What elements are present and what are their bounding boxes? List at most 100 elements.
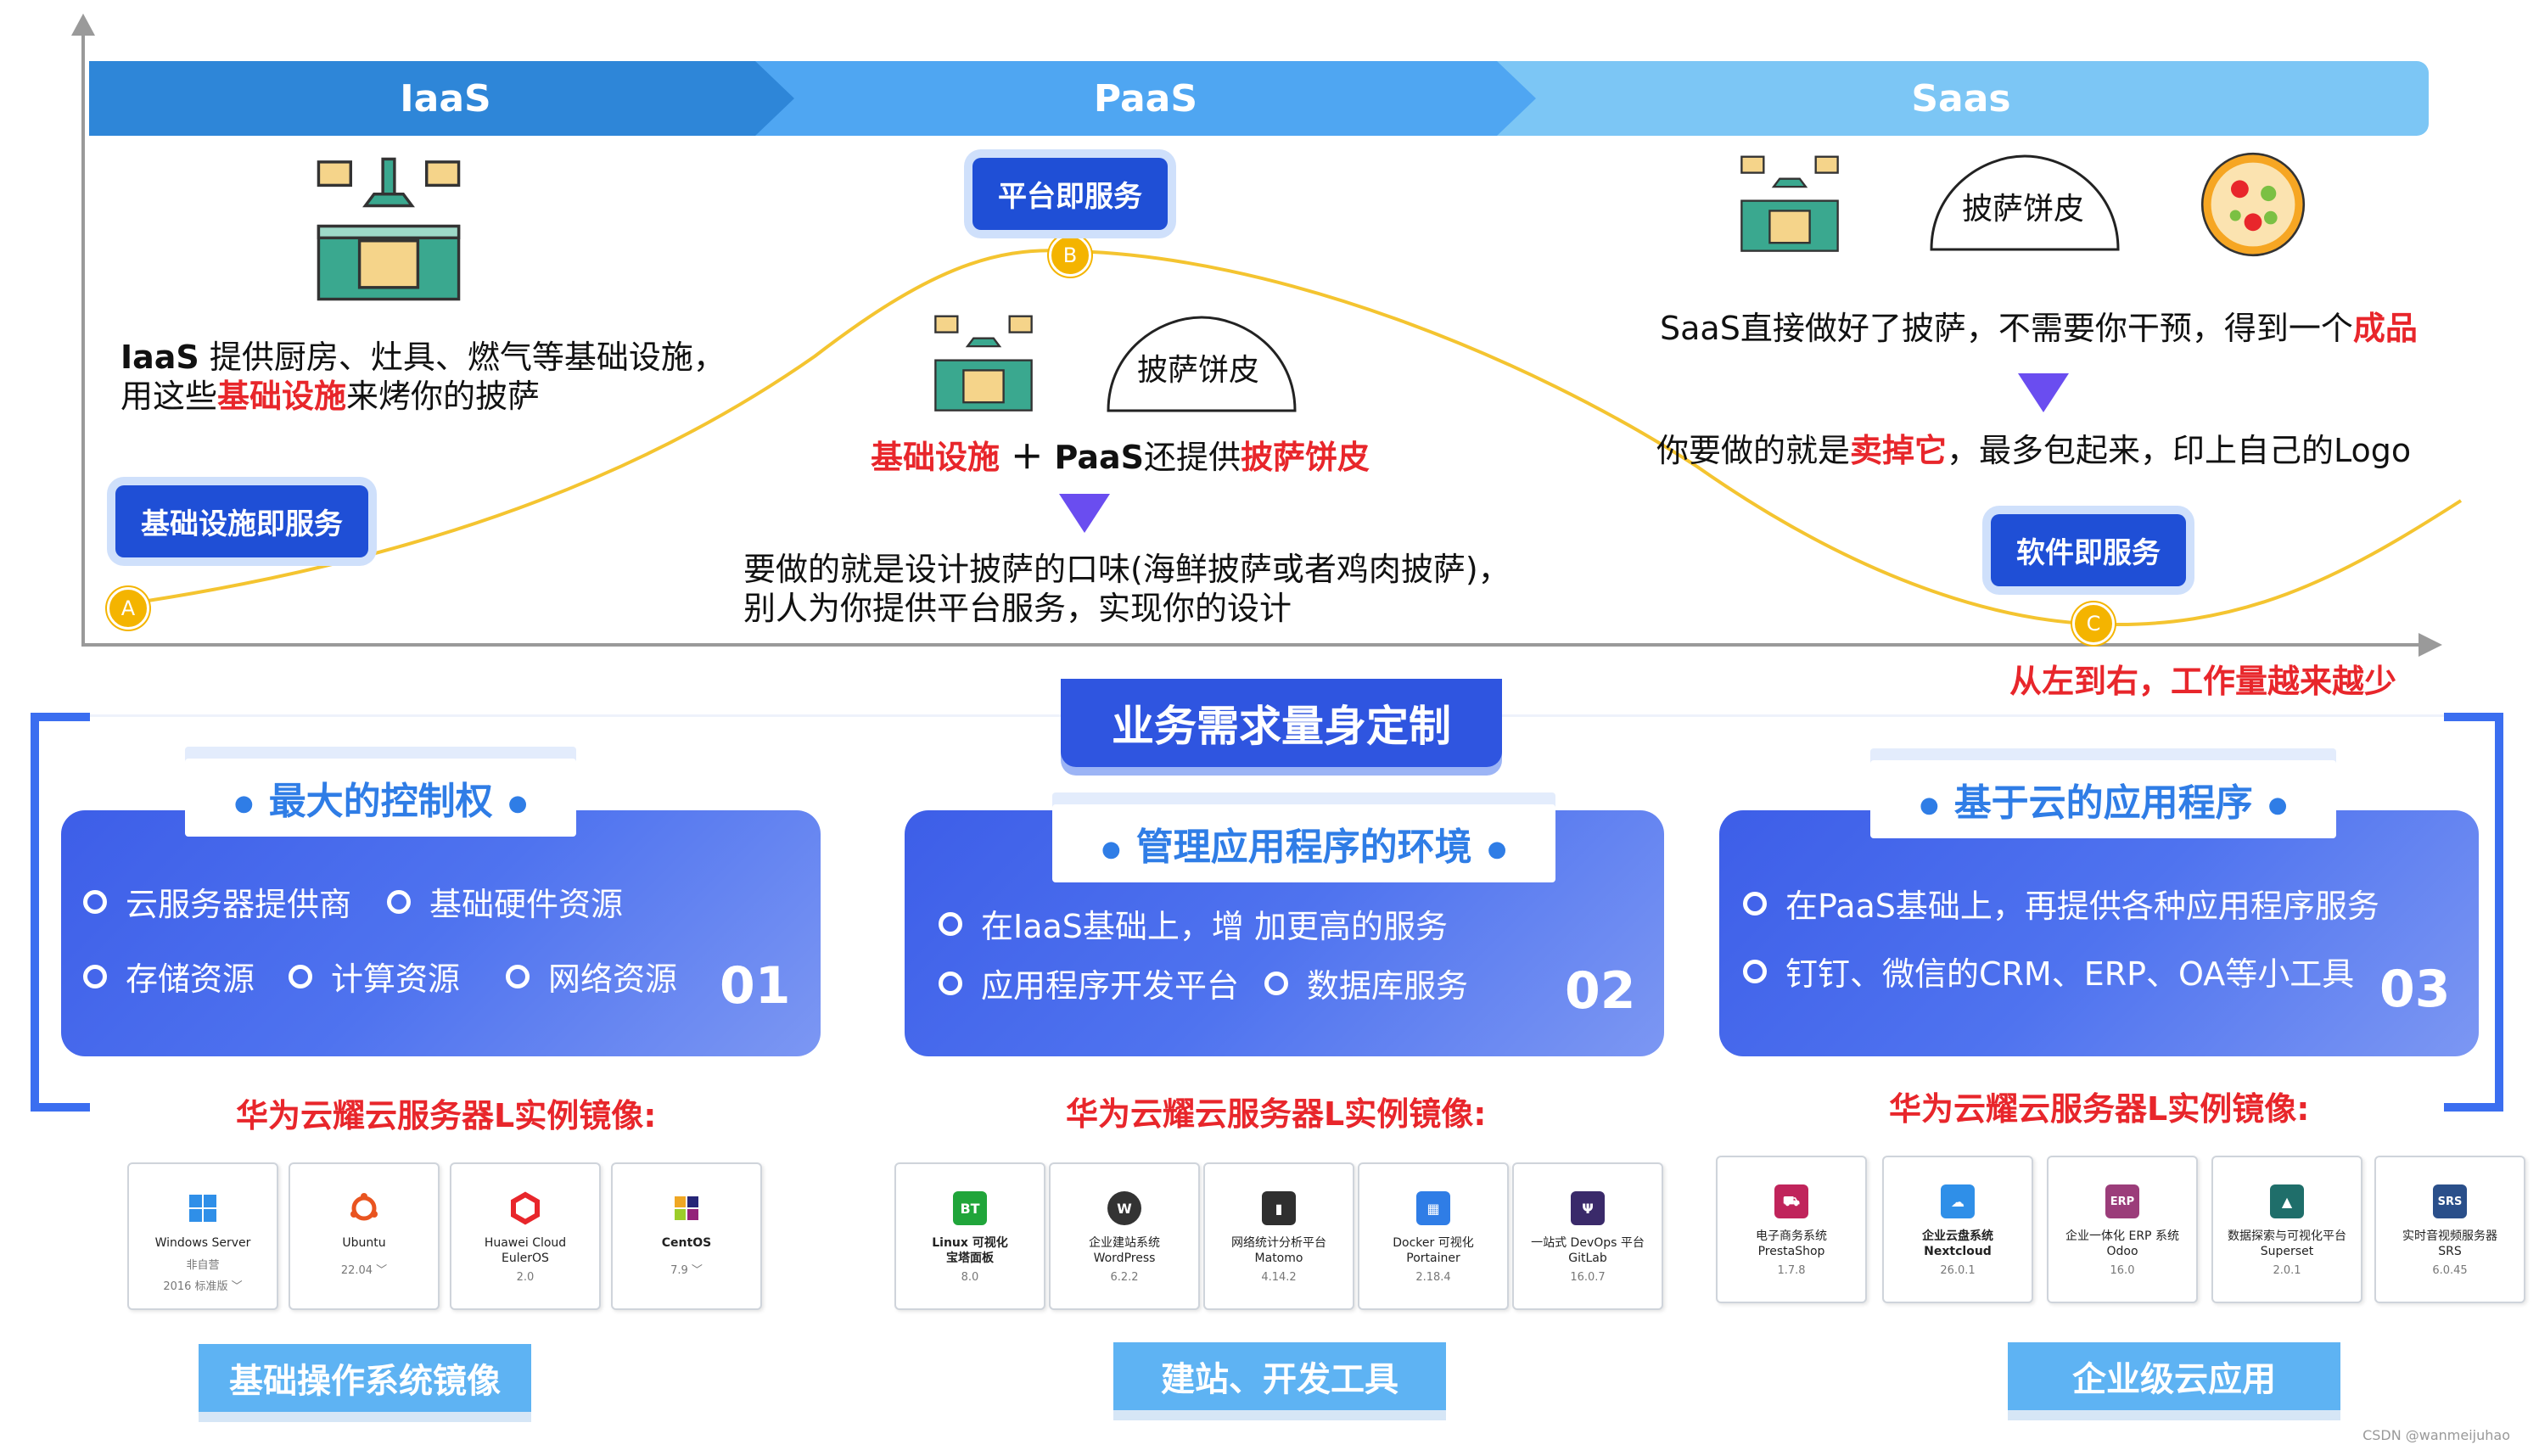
ring-icon xyxy=(939,911,962,936)
paas-badge: 平台即服务 xyxy=(972,158,1168,230)
paas-description-line1: 基础设施 ＋ PaaS还提供披萨饼皮 xyxy=(871,439,1370,476)
srs-icon: SRS xyxy=(2433,1184,2467,1218)
tile-sub: Superset xyxy=(2260,1245,2314,1258)
tile-version: 26.0.1 xyxy=(1940,1264,1976,1277)
point-c: C xyxy=(2072,602,2115,645)
tile-baota[interactable]: BT Linux 可视化 宝塔面板 8.0 xyxy=(894,1162,1045,1310)
saas-description-line2: 你要做的就是卖掉它，最多包起来，印上自己的Logo xyxy=(1656,432,2412,469)
footer-enterprise-apps: 企业级云应用 xyxy=(2008,1342,2340,1410)
tile-srs[interactable]: SRS 实时音视频服务器 SRS 6.0.45 xyxy=(2374,1156,2525,1303)
tile-superset[interactable]: ▲ 数据探索与可视化平台 Superset 2.0.1 xyxy=(2211,1156,2362,1303)
tile-version: 4.14.2 xyxy=(1261,1271,1297,1284)
iaas-description-line1: IaaS 提供厨房、灶具、燃气等基础设施， xyxy=(121,339,726,376)
odoo-icon: ERP xyxy=(2105,1184,2139,1218)
paas-description-line3: 别人为你提供平台服务，实现你的设计 xyxy=(743,590,1292,627)
ring-icon xyxy=(1743,959,1767,983)
bt-icon: BT xyxy=(953,1191,987,1225)
footer-dev-tools: 建站、开发工具 xyxy=(1113,1342,1446,1410)
tile-name: Huawei Cloud xyxy=(484,1236,567,1250)
tile-name: Ubuntu xyxy=(342,1236,386,1250)
tile-name: 网络统计分析平台 xyxy=(1231,1236,1326,1250)
footer-os-images: 基础操作系统镜像 xyxy=(199,1344,531,1412)
ring-icon xyxy=(83,889,107,914)
left-bracket xyxy=(31,713,90,1112)
card1-bullet: 计算资源 xyxy=(289,953,460,1000)
tile-euleros[interactable]: Huawei Cloud EulerOS 2.0 xyxy=(450,1162,601,1310)
tile-odoo[interactable]: ERP 企业一体化 ERP 系统 Odoo 16.0 xyxy=(2047,1156,2198,1303)
card2-number: 02 xyxy=(1565,961,1636,1021)
tile-ubuntu[interactable]: Ubuntu 22.04 ﹀ xyxy=(289,1162,440,1310)
pizza-crust-icon-saas xyxy=(1930,154,2120,251)
windows-icon xyxy=(189,1195,216,1222)
tile-sub: Portainer xyxy=(1406,1252,1460,1265)
card1-bullet: 云服务器提供商 xyxy=(83,878,351,925)
chevron-down-icon: ﹀ xyxy=(231,1280,243,1293)
ubuntu-icon xyxy=(350,1193,378,1221)
pizza-crust-icon xyxy=(1107,316,1297,412)
chevron-down-icon: ﹀ xyxy=(691,1264,703,1277)
tile-sub: 非自营 xyxy=(186,1259,220,1272)
card1-title: ●最大的控制权● xyxy=(185,759,577,837)
tile-sub: GitLab xyxy=(1568,1252,1607,1265)
centos-icon xyxy=(675,1196,698,1220)
ring-icon xyxy=(1264,971,1288,995)
tile-prestashop[interactable]: ⛟ 电子商务系统 PrestaShop 1.7.8 xyxy=(1716,1156,1867,1303)
card2-bullet: 在IaaS基础上，增 加更高的服务 xyxy=(939,900,1448,947)
tile-version: 8.0 xyxy=(961,1271,979,1284)
saas-badge: 软件即服务 xyxy=(1991,514,2186,586)
tile-portainer[interactable]: ▦ Docker 可视化 Portainer 2.18.4 xyxy=(1358,1162,1509,1310)
card1-bullet: 网络资源 xyxy=(506,953,677,1000)
tile-version: 16.0 xyxy=(2110,1264,2135,1277)
tile-version: 2.0 xyxy=(516,1271,535,1284)
tile-version: 2.18.4 xyxy=(1415,1271,1451,1284)
tile-name: CentOS xyxy=(661,1236,712,1250)
ring-icon xyxy=(387,889,411,914)
gitlab-icon: Ψ xyxy=(1571,1191,1605,1225)
card2-title: ●管理应用程序的环境● xyxy=(1052,804,1556,882)
card3-bullet: 钉钉、微信的CRM、ERP、OA等小工具 xyxy=(1743,948,2354,994)
tile-sub: SRS xyxy=(2438,1245,2462,1258)
tile-name: Docker 可视化 xyxy=(1393,1236,1474,1250)
right-bracket xyxy=(2444,713,2503,1112)
tile-name: 数据探索与可视化平台 xyxy=(2228,1229,2346,1243)
card1-number: 01 xyxy=(720,956,791,1016)
tile-version: 6.0.45 xyxy=(2432,1264,2468,1277)
card1-bullet: 基础硬件资源 xyxy=(387,878,623,925)
tile-version: 22.04 ﹀ xyxy=(340,1264,388,1277)
tile-sub: WordPress xyxy=(1093,1252,1156,1265)
paas-down-arrow xyxy=(1059,494,1110,533)
ring-icon xyxy=(506,964,530,988)
tile-sub: 宝塔面板 xyxy=(946,1252,994,1265)
tile-wordpress[interactable]: W 企业建站系统 WordPress 6.2.2 xyxy=(1049,1162,1200,1310)
point-a: A xyxy=(107,587,149,630)
card3-bullet: 在PaaS基础上，再提供各种应用程序服务 xyxy=(1743,880,2379,927)
kitchen-icon-saas xyxy=(1740,155,1839,252)
huawei-label-app: 华为云耀云服务器L实例镜像: xyxy=(1889,1090,2310,1128)
tile-version: 7.9 ﹀ xyxy=(670,1264,703,1277)
tile-name: 一站式 DevOps 平台 xyxy=(1531,1236,1645,1250)
paas-pizza-label: 披萨饼皮 xyxy=(1137,353,1260,388)
paas-description-line2: 要做的就是设计披萨的口味(海鲜披萨或者鸡肉披萨)， xyxy=(743,551,1511,588)
tile-windows-server[interactable]: Windows Server 非自营 2016 标准版 ﹀ xyxy=(127,1162,278,1310)
euleros-icon xyxy=(511,1191,540,1225)
superset-icon: ▲ xyxy=(2270,1184,2304,1218)
huawei-label-os: 华为云耀云服务器L实例镜像: xyxy=(236,1097,657,1134)
tile-name: 企业云盘系统 xyxy=(1922,1229,1993,1243)
tile-sub: PrestaShop xyxy=(1757,1245,1825,1258)
tile-version: 2.0.1 xyxy=(2273,1264,2301,1277)
tile-name: 实时音视频服务器 xyxy=(2402,1229,2497,1243)
credit-watermark: CSDN @wanmeijuhao xyxy=(2362,1427,2510,1443)
tile-nextcloud[interactable]: ☁ 企业云盘系统 Nextcloud 26.0.1 xyxy=(1882,1156,2033,1303)
saas-banner: Saas xyxy=(1494,61,2429,136)
ring-icon xyxy=(289,964,312,988)
chevron-down-icon: ﹀ xyxy=(376,1264,388,1277)
ring-icon xyxy=(83,964,107,988)
tile-name: 电子商务系统 xyxy=(1756,1229,1827,1243)
y-axis-arrow xyxy=(71,14,95,36)
tile-matomo[interactable]: ▮ 网络统计分析平台 Matomo 4.14.2 xyxy=(1203,1162,1354,1310)
card3-title: ●基于云的应用程序● xyxy=(1870,760,2337,838)
saas-description-line1: SaaS直接做好了披萨，不需要你干预，得到一个成品 xyxy=(1660,310,2418,347)
tile-gitlab[interactable]: Ψ 一站式 DevOps 平台 GitLab 16.0.7 xyxy=(1512,1162,1663,1310)
tile-centos[interactable]: CentOS 7.9 ﹀ xyxy=(611,1162,762,1310)
iaas-description-line2: 用这些基础设施来烤你的披萨 xyxy=(121,378,541,415)
